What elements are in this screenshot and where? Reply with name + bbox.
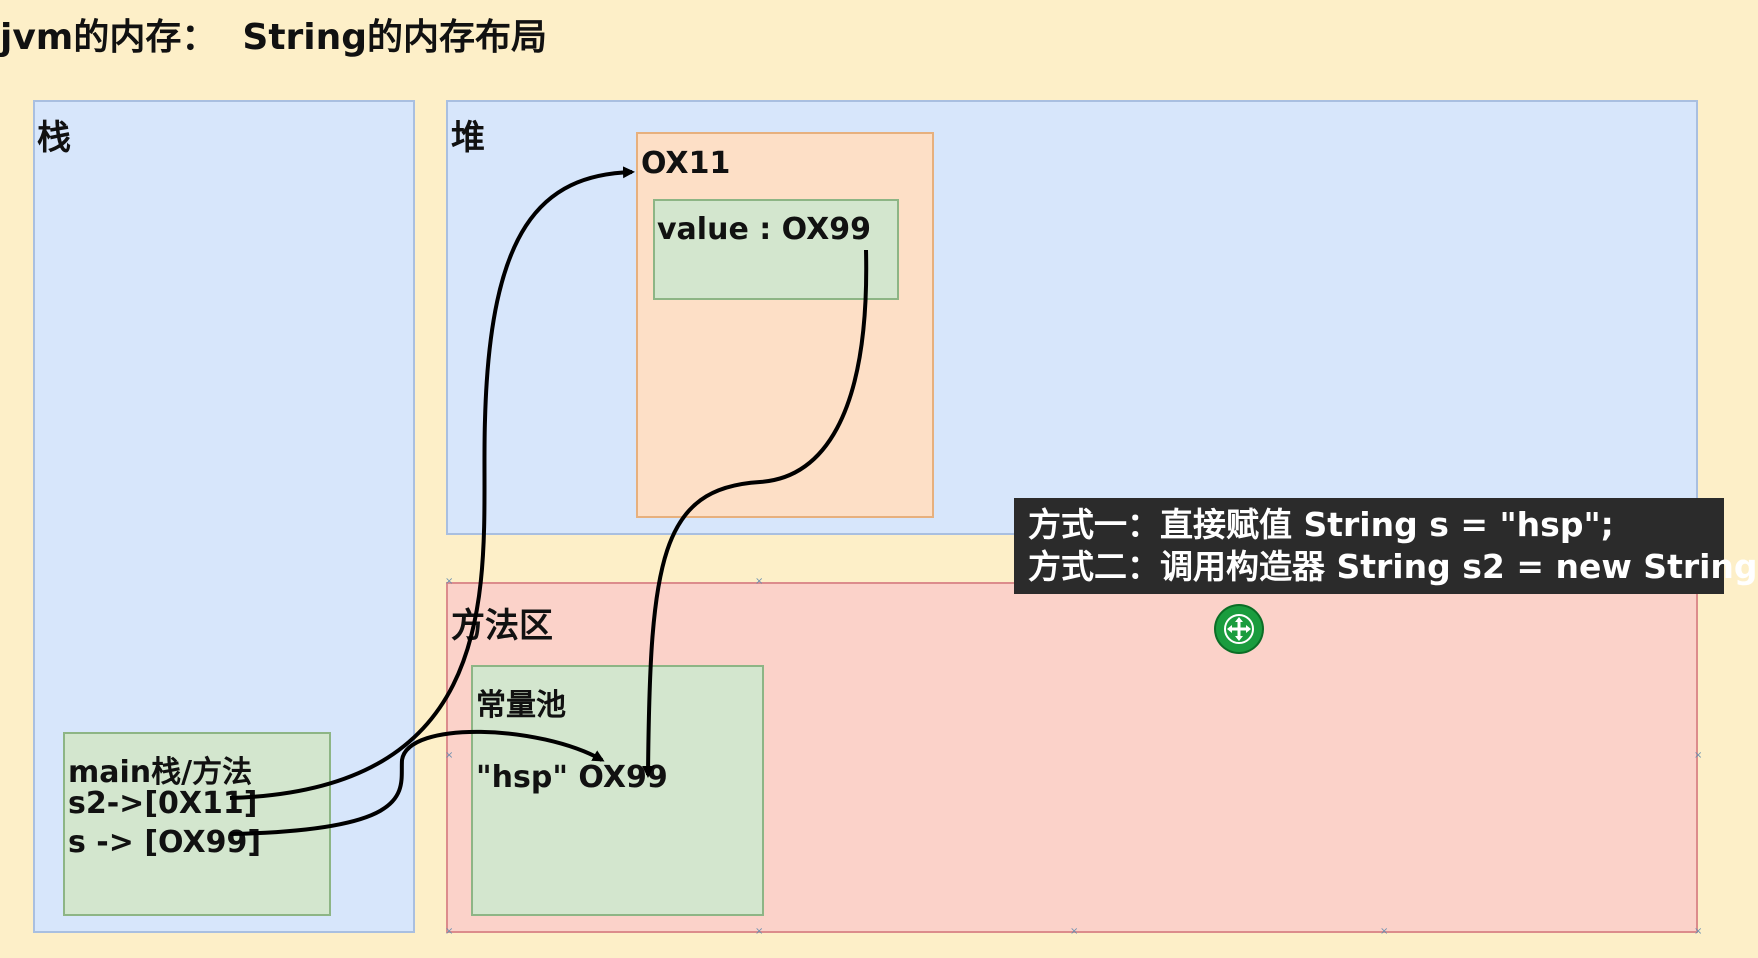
frame-title: main栈/方法: [68, 755, 253, 790]
constant-pool-label: 常量池: [476, 688, 566, 723]
selection-handle[interactable]: ×: [1694, 750, 1703, 761]
selection-handle[interactable]: ×: [1070, 926, 1079, 937]
tooltip-line-1: 方式一：直接赋值 String s = "hsp";: [1028, 505, 1614, 544]
value-field-text: value : OX99: [657, 212, 871, 247]
stack-label: 栈: [37, 118, 71, 158]
selection-handle[interactable]: ×: [1380, 926, 1389, 937]
tooltip-overlay: 方式一：直接赋值 String s = "hsp"; 方式二：调用构造器 Str…: [1014, 498, 1758, 594]
tooltip-line-2: 方式二：调用构造器 String s2 = new String: [1028, 547, 1758, 586]
selection-handle[interactable]: ×: [445, 750, 454, 761]
heap-region[interactable]: 堆: [446, 100, 1698, 535]
main-stack-frame[interactable]: main栈/方法 s2->[0X11] s -> [OX99]: [63, 732, 331, 916]
selection-handle[interactable]: ×: [755, 576, 764, 587]
constant-pool-entry: "hsp" OX99: [476, 760, 668, 795]
page-title: jvm的内存： String的内存布局: [0, 17, 548, 58]
value-field-box[interactable]: value : OX99: [653, 199, 899, 300]
frame-var-s2: s2->[0X11]: [68, 786, 258, 821]
constant-pool[interactable]: 常量池 "hsp" OX99: [471, 665, 764, 916]
frame-var-s: s -> [OX99]: [68, 825, 262, 860]
selection-handle[interactable]: ×: [1694, 926, 1703, 937]
selection-handle[interactable]: ×: [755, 926, 764, 937]
heap-label: 堆: [451, 118, 485, 158]
selection-handle[interactable]: ×: [445, 576, 454, 587]
method-area-label: 方法区: [451, 606, 553, 646]
selection-handle[interactable]: ×: [445, 926, 454, 937]
move-icon[interactable]: [1216, 606, 1262, 652]
heap-object[interactable]: OX11: [636, 132, 934, 518]
move-icon-glyph: [1224, 614, 1254, 644]
heap-object-address: OX11: [641, 146, 731, 181]
